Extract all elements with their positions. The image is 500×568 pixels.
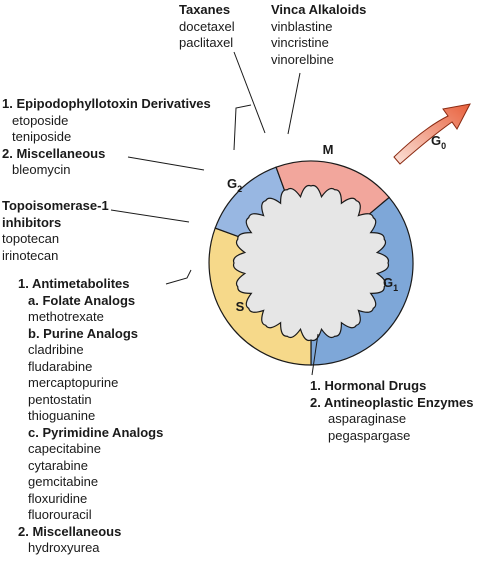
leader-line-topo bbox=[110, 209, 190, 223]
miscellaneous-g2-heading: 2. Miscellaneous bbox=[2, 145, 106, 161]
drug-vincristine: vincristine bbox=[271, 35, 329, 50]
taxanes-heading: Taxanes bbox=[179, 2, 231, 17]
g1-drug-block: 1. Hormonal Drugs 2. Antineoplastic Enzy… bbox=[310, 378, 474, 444]
g2-drug-block: 1. Epipodophyllotoxin Derivatives etopos… bbox=[2, 96, 211, 179]
drug-fluorouracil: fluorouracil bbox=[28, 507, 92, 522]
drug-asparaginase: asparaginase bbox=[328, 411, 407, 426]
taxanes-block: Taxanes docetaxel paclitaxel bbox=[179, 2, 235, 52]
drug-thioguanine: thioguanine bbox=[28, 408, 96, 423]
phase-label-g2: G2 bbox=[227, 176, 242, 194]
topoisomerase-heading-line2: inhibitors bbox=[2, 214, 62, 230]
antimetabolites-heading: 1. Antimetabolites bbox=[18, 276, 130, 291]
phase-label-g0: G0 bbox=[431, 133, 446, 151]
drug-paclitaxel: paclitaxel bbox=[179, 35, 234, 50]
drug-etoposide: etoposide bbox=[12, 112, 69, 128]
drug-topotecan: topotecan bbox=[2, 231, 60, 246]
drug-vinorelbine: vinorelbine bbox=[271, 51, 334, 67]
antineoplastic-enzymes-heading: 2. Antineoplastic Enzymes bbox=[310, 394, 474, 410]
phase-label-s: S bbox=[236, 299, 245, 314]
drug-vinblastine: vinblastine bbox=[271, 18, 333, 34]
drug-gemcitabine: gemcitabine bbox=[28, 474, 99, 489]
drug-docetaxel: docetaxel bbox=[179, 18, 235, 34]
folate-analogs-heading: a. Folate Analogs bbox=[28, 292, 136, 308]
drug-pentostatin: pentostatin bbox=[28, 391, 92, 407]
drug-irinotecan: irinotecan bbox=[2, 247, 59, 263]
drug-mercaptopurine: mercaptopurine bbox=[28, 375, 119, 390]
drug-hydroxyurea: hydroxyurea bbox=[28, 540, 100, 555]
drug-fludarabine: fludarabine bbox=[28, 358, 93, 374]
g0-arrow-icon bbox=[393, 103, 471, 165]
miscellaneous-s-heading: 2. Miscellaneous bbox=[18, 523, 122, 539]
vinca-block: Vinca Alkaloids vinblastine vincristine … bbox=[271, 2, 366, 68]
drug-bleomycin: bleomycin bbox=[12, 162, 71, 177]
purine-analogs-heading: b. Purine Analogs bbox=[28, 325, 139, 341]
epipodophyllotoxin-heading: 1. Epipodophyllotoxin Derivatives bbox=[2, 96, 211, 111]
s-phase-drug-block: 1. Antimetabolites a. Folate Analogs met… bbox=[18, 276, 163, 557]
drug-methotrexate: methotrexate bbox=[28, 309, 104, 324]
drug-cytarabine: cytarabine bbox=[28, 457, 88, 473]
wavy-center bbox=[232, 184, 390, 342]
leader-line-misc-g2 bbox=[127, 156, 205, 171]
leader-line-taxanes bbox=[233, 51, 266, 134]
phase-label-g1: G1 bbox=[383, 275, 398, 293]
topoisomerase-heading: Topoisomerase-1 bbox=[2, 198, 109, 213]
phase-label-m: M bbox=[323, 142, 334, 157]
drug-capecitabine: capecitabine bbox=[28, 441, 101, 456]
drug-teniposide: teniposide bbox=[12, 129, 72, 144]
leader-lines bbox=[110, 51, 319, 376]
leader-line-g1 bbox=[311, 333, 319, 376]
leader-line-epipodophyllotoxin bbox=[233, 104, 252, 151]
vinca-heading: Vinca Alkaloids bbox=[271, 2, 367, 17]
hormonal-drugs-heading: 1. Hormonal Drugs bbox=[310, 378, 427, 393]
drug-pegaspargase: pegaspargase bbox=[328, 427, 411, 443]
leader-line-antimetabolites bbox=[165, 269, 192, 285]
drug-cladribine: cladribine bbox=[28, 342, 84, 357]
topoisomerase-block: Topoisomerase-1 inhibitors topotecan iri… bbox=[2, 198, 109, 264]
drug-floxuridine: floxuridine bbox=[28, 490, 88, 506]
pyrimidine-analogs-heading: c. Pyrimidine Analogs bbox=[28, 424, 164, 440]
leader-line-vinca bbox=[287, 72, 301, 135]
